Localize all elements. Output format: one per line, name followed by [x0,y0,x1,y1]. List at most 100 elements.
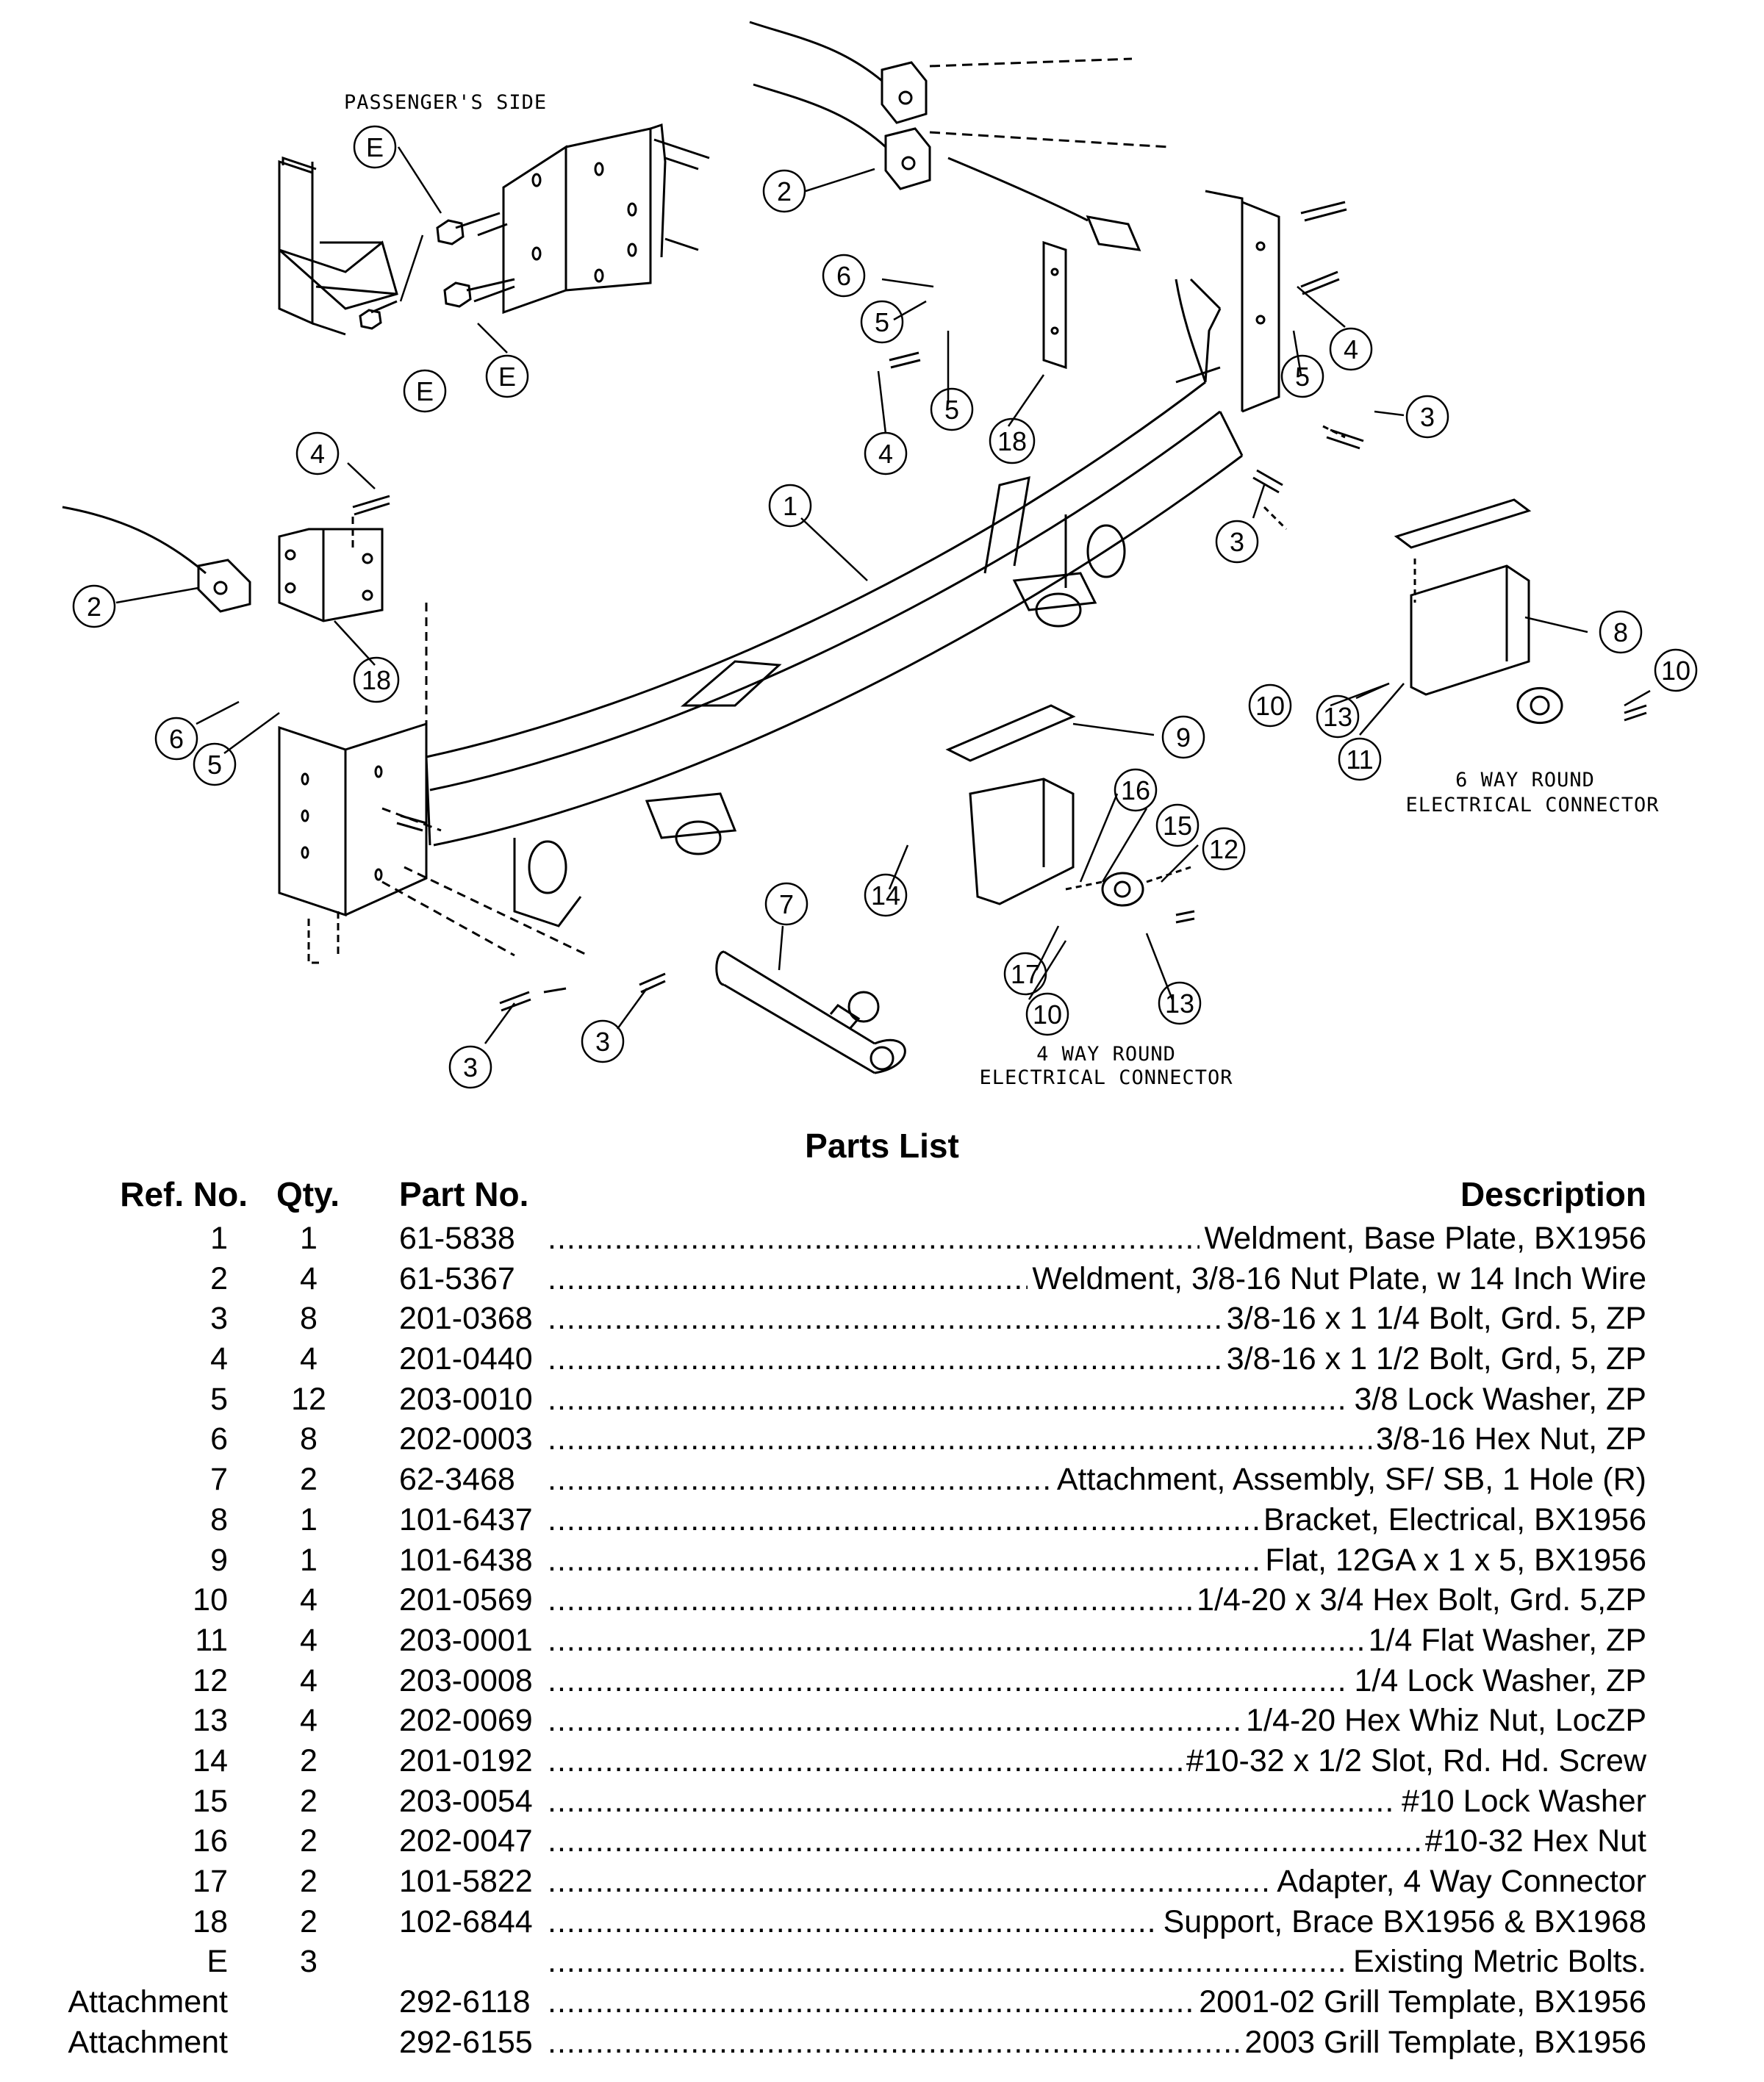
dot-leader [548,1379,1349,1419]
row-part-no: 61-5838 [399,1221,515,1256]
row-description: 3/8 Lock Washer, ZP [1354,1381,1646,1417]
callout-label-11: 11 [1346,744,1373,775]
header-description: Description [1460,1175,1646,1213]
dot-leader [548,2022,1240,2062]
callout-label-5: 5 [944,395,959,425]
row-description-leader: Attachment, Assembly, SF/ SB, 1 Hole (R) [548,1460,1646,1499]
row-description: Bracket, Electrical, BX1956 [1263,1501,1646,1537]
callout-label-4: 4 [310,439,325,469]
callout-label-5: 5 [875,307,889,337]
dot-leader [548,1982,1194,2022]
parts-list-title: Parts List [805,1127,959,1165]
row-qty: 4 [300,1662,318,1698]
row-qty: 1 [300,1221,318,1256]
four-way-sublabel: ELECTRICAL CONNECTOR [979,1066,1233,1089]
row-description-leader: 3/8-16 x 1 1/4 Bolt, Grd. 5, ZP [548,1299,1646,1338]
dot-leader [548,1701,1241,1740]
row-ref-no: Attachment [68,2024,229,2060]
row-ref-no: 10 [193,1582,228,1618]
row-qty: 4 [300,1260,318,1296]
row-ref-no: 7 [210,1462,228,1498]
callout-label-8: 8 [1613,617,1628,647]
row-description-leader: 3/8 Lock Washer, ZP [548,1379,1646,1419]
six-way-connector-assembly [1394,498,1563,725]
row-description-leader: Existing Metric Bolts. [548,1942,1646,1981]
callout-circle-4 [295,431,340,475]
row-part-no: 203-0054 [399,1783,533,1819]
callout-label-10: 10 [1033,999,1062,1030]
callout-label-3: 3 [463,1052,478,1083]
row-description-leader: 1/4-20 Hex Whiz Nut, LocZP [548,1701,1646,1740]
callout-circle-11 [1338,737,1382,781]
row-part-no: 102-6844 [399,1903,533,1939]
dot-leader [548,1661,1349,1701]
callout-circle-10 [1654,648,1698,692]
row-description: 1/4 Flat Washer, ZP [1368,1622,1646,1658]
nut-plate-wires-top [749,21,1169,251]
row-description: Weldment, 3/8-16 Nut Plate, w 14 Inch Wi… [1032,1260,1646,1296]
callout-circle-6 [154,717,198,761]
dot-leader [548,1299,1222,1338]
callout-label-E: E [498,362,516,392]
dot-leader [548,1339,1222,1379]
callout-label-10: 10 [1255,691,1285,721]
callout-circle-17 [1003,952,1047,996]
row-part-no: 101-6438 [399,1542,533,1578]
row-ref-no: 13 [193,1703,228,1739]
dot-leader [548,1500,1259,1540]
row-qty: 2 [300,1864,318,1899]
row-part-no: 292-6118 [399,1984,531,2020]
callout-circle-13 [1316,694,1360,739]
callout-circle-18 [989,417,1036,464]
callout-label-2: 2 [777,176,792,207]
row-description: Existing Metric Bolts. [1352,1944,1646,1980]
row-qty: 1 [300,1501,318,1537]
row-part-no: 201-0368 [399,1301,533,1337]
callout-label-5: 5 [1295,362,1310,392]
nut-plate-wire-left [62,506,251,613]
dot-leader [548,1902,1159,1942]
row-description-leader: 2003 Grill Template, BX1956 [548,2022,1646,2062]
hitch-exploded-diagram: PASSENGER'S SIDE [62,21,1698,1089]
row-ref-no: 5 [210,1381,228,1417]
dot-leader [548,1460,1053,1499]
row-qty: 4 [300,1582,318,1618]
callout-label-6: 6 [836,261,851,291]
callout-circle-4 [1329,327,1373,371]
four-way-label: 4 WAY ROUND [1036,1043,1176,1066]
callout-circle-15 [1155,803,1200,847]
row-ref-no: 6 [210,1421,228,1457]
row-description-leader: Flat, 12GA x 1 x 5, BX1956 [548,1540,1646,1580]
callout-label-7: 7 [779,889,794,919]
callout-label-16: 16 [1121,775,1150,805]
callout-label-2: 2 [87,592,101,622]
callout-leaders [115,146,1651,1044]
callout-circle-3 [1215,520,1259,564]
dot-leader [548,1540,1261,1580]
row-description: Adapter, 4 Way Connector [1277,1864,1646,1899]
four-way-connector-assembly [945,704,1191,907]
callout-circle-E [403,369,447,413]
callout-circle-18 [353,656,400,703]
passenger-side-inset: PASSENGER'S SIDE [278,91,710,336]
row-part-no: 201-0569 [399,1582,533,1618]
row-qty: 8 [300,1421,318,1457]
row-part-no: 62-3468 [399,1462,515,1498]
row-ref-no: 9 [210,1542,228,1578]
dot-leader [548,1259,1028,1299]
row-ref-no: 12 [193,1662,228,1698]
row-description-leader: #10-32 x 1/2 Slot, Rd. Hd. Screw [548,1741,1646,1781]
callout-circle-16 [1114,768,1158,812]
row-part-no: 203-0001 [399,1622,533,1658]
row-description: #10 Lock Washer [1401,1783,1646,1819]
callout-circle-3 [448,1045,492,1089]
